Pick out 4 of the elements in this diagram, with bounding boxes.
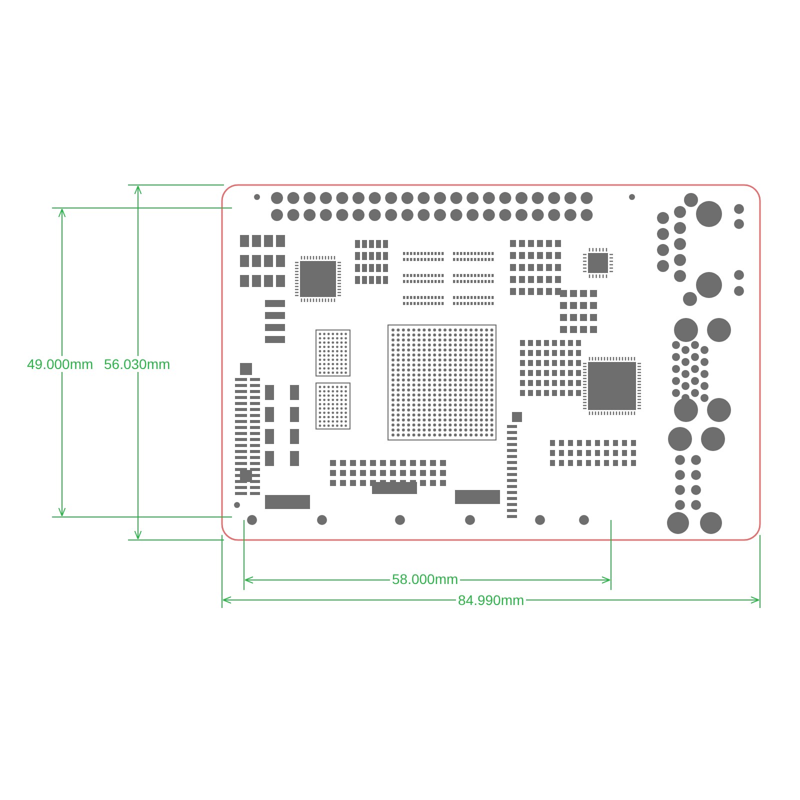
dimension-label: 84.990mm [456, 592, 526, 608]
dimension-label: 56.030mm [102, 356, 172, 372]
dimension-label: 58.000mm [390, 571, 460, 587]
dimension-label: 49.000mm [25, 356, 96, 372]
